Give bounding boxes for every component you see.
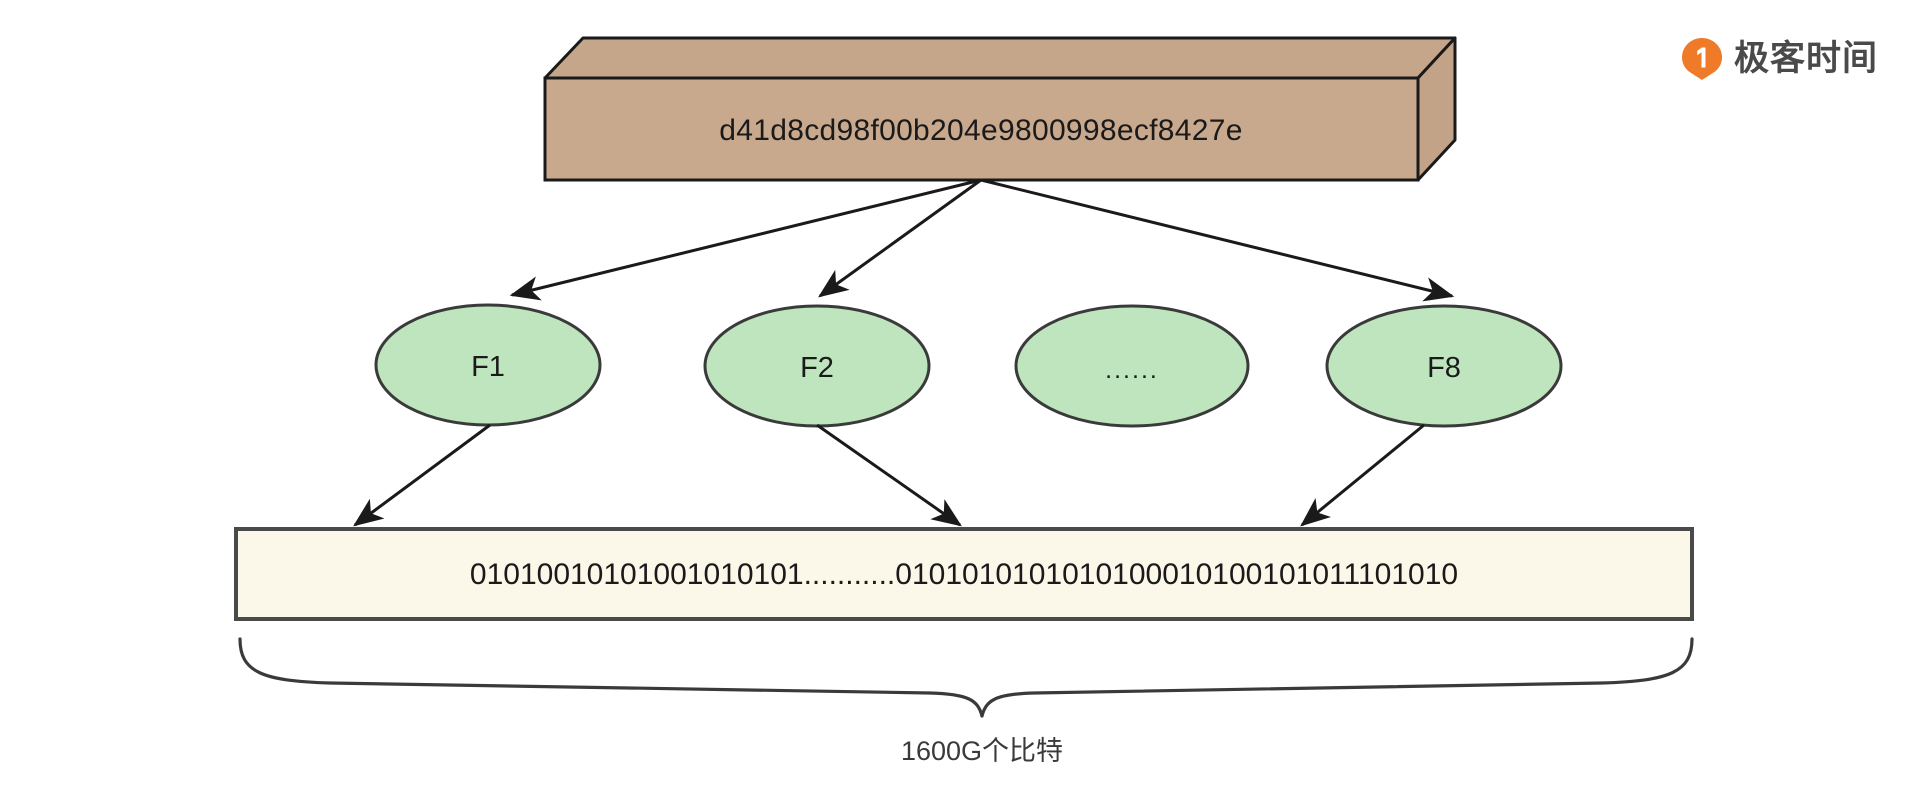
hash-block-top-face bbox=[543, 36, 1457, 80]
bit-bar: 01010010101001010101...........010101010… bbox=[234, 527, 1694, 621]
hash-block-label: d41d8cd98f00b204e9800998ecf8427e bbox=[719, 114, 1242, 147]
brace bbox=[238, 637, 1694, 718]
arrow-group-block-to-nodes bbox=[509, 178, 1455, 302]
brace-left-half bbox=[238, 637, 984, 718]
brand-logo: 极客时间 bbox=[1680, 36, 1878, 80]
brace-caption: 1600G个比特 bbox=[901, 736, 1063, 766]
arrow-block-to-f2 bbox=[818, 178, 982, 298]
bit-bar-shape bbox=[234, 527, 1694, 621]
brace-right-half bbox=[980, 637, 1694, 718]
arrow-f1-to-bar bbox=[353, 423, 491, 527]
node-f1-label: F1 bbox=[471, 351, 505, 383]
arrow-block-to-f1 bbox=[509, 178, 982, 301]
node-f2[interactable]: F2 bbox=[703, 304, 931, 428]
brand-logo-text: 极客时间 bbox=[1733, 38, 1878, 78]
node-ellipsis[interactable]: ...... bbox=[1014, 304, 1250, 428]
arrow-f8-to-bar bbox=[1300, 423, 1425, 527]
arrow-block-to-f8 bbox=[980, 178, 1455, 302]
node-f8[interactable]: F8 bbox=[1325, 304, 1563, 428]
node-f8-label: F8 bbox=[1427, 352, 1461, 384]
node-f2-label: F2 bbox=[800, 352, 834, 384]
hash-block: d41d8cd98f00b204e9800998ecf8427e bbox=[543, 36, 1457, 182]
geektime-circle-icon bbox=[1680, 36, 1724, 80]
arrow-group-nodes-to-bar bbox=[353, 423, 1425, 527]
arrow-f2-to-bar bbox=[816, 423, 962, 527]
hash-block-front-face bbox=[543, 76, 1420, 182]
bit-bar-label: 01010010101001010101...........010101010… bbox=[470, 558, 1458, 591]
node-ellipsis-shape[interactable] bbox=[1014, 304, 1250, 428]
node-f1[interactable]: F1 bbox=[374, 303, 602, 427]
node-f8-shape[interactable] bbox=[1325, 304, 1563, 428]
node-ellipsis-label: ...... bbox=[1105, 356, 1159, 384]
